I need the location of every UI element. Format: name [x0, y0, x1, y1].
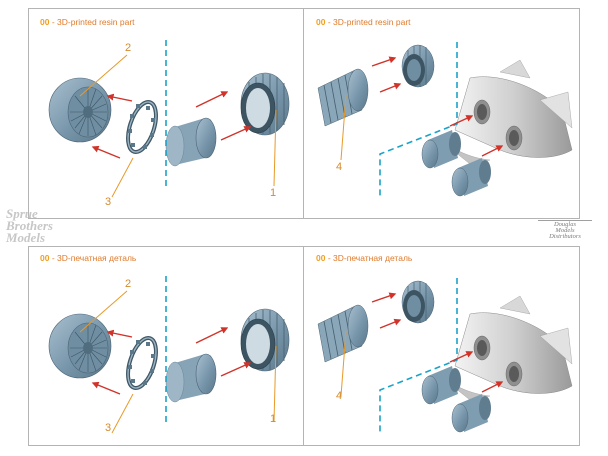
illustration-bottom-left — [49, 276, 289, 433]
callout-3-bottom: 3 — [105, 422, 111, 434]
panel-label-bottom-left: 00 - 3D-печатная деталь — [40, 253, 137, 263]
illustration-top-right — [318, 42, 572, 198]
callout-4-bottom: 4 — [336, 390, 342, 402]
callout-2-top: 2 — [125, 42, 131, 54]
panel-label-top-right: 00 - 3D-printed resin part — [316, 17, 411, 27]
callout-1-top: 1 — [270, 187, 276, 199]
callout-4-top: 4 — [336, 161, 342, 173]
panel-label-bottom-right: 00 - 3D-печатная деталь — [316, 253, 413, 263]
distributor-logo: Douglas Models Distributors — [538, 220, 592, 242]
callout-3-top: 3 — [105, 196, 111, 208]
callout-2-bottom: 2 — [125, 278, 131, 290]
middle-band — [28, 218, 580, 246]
illustration-bottom-right — [318, 278, 572, 434]
horizontal-divider-top — [28, 218, 580, 219]
callout-1-bottom: 1 — [270, 413, 276, 425]
illustration-top-left — [49, 40, 289, 197]
sprue-brothers-watermark: Sprue Brothers Models — [6, 206, 53, 245]
horizontal-divider-bottom — [28, 246, 580, 247]
panel-label-top-left: 00 - 3D-printed resin part — [40, 17, 135, 27]
